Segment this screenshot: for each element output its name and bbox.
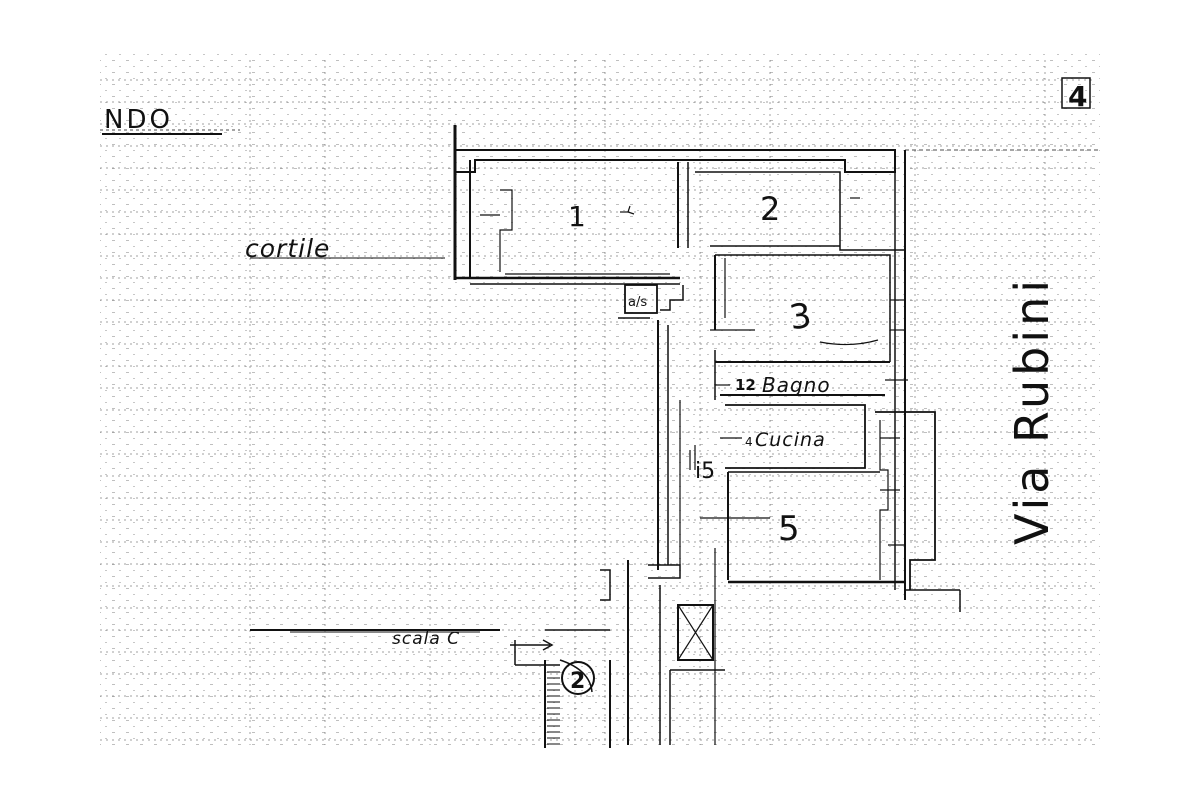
grid-lines [100,60,1095,745]
grid-background [100,50,1100,750]
hall-label: i5 [695,459,715,484]
door-marks [480,197,908,546]
kitchen-prefix: 4 [745,435,753,449]
courtyard-label: cortile [245,234,330,263]
room-2-label: 2 [760,190,780,228]
room-5-label: 5 [778,509,800,549]
room-1-label: 1 [568,200,586,233]
room-kitchen-label: Cucina [755,429,826,451]
room-bath-label: Bagno [762,373,831,397]
walls [453,125,961,748]
stair-label: scala C [392,629,460,649]
street-label: Via Rubini [1005,276,1059,545]
bath-prefix: 12 [735,376,756,394]
closet-label: a/s [628,295,647,310]
plan-title: NDO [104,105,173,135]
stair-number: 2 [570,669,585,694]
stair-treads [547,671,560,745]
corner-box [1061,77,1091,109]
corner-mark: 4 [1068,80,1087,113]
leader-lines [100,129,1100,695]
